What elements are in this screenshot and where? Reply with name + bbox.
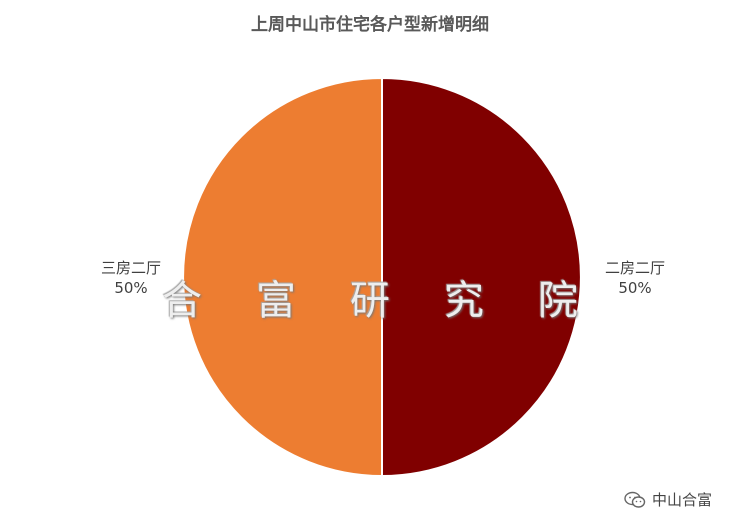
pie-slice-three-room <box>182 76 383 478</box>
footer-brand: 中山合富 <box>624 489 712 510</box>
slice-name: 二房二厅 <box>604 259 665 277</box>
slice-label-left: 三房二厅 50% <box>86 258 176 298</box>
footer-brand-text: 中山合富 <box>651 491 712 509</box>
slice-percent: 50% <box>618 279 652 297</box>
watermark-char: 究 <box>444 278 484 324</box>
watermark-char: 合 <box>162 278 202 324</box>
watermark-char: 研 <box>350 278 390 324</box>
watermark-char: 院 <box>538 278 578 324</box>
slice-label-right: 二房二厅 50% <box>590 258 680 298</box>
slice-name: 三房二厅 <box>100 259 161 277</box>
slice-percent: 50% <box>114 279 148 297</box>
chart-title: 上周中山市住宅各户型新增明细 <box>251 15 489 35</box>
watermark-char: 富 <box>256 278 296 324</box>
pie-slice-two-room <box>381 76 582 478</box>
watermark: 合 富 研 究 院 <box>150 268 590 326</box>
wechat-icon <box>624 491 646 509</box>
